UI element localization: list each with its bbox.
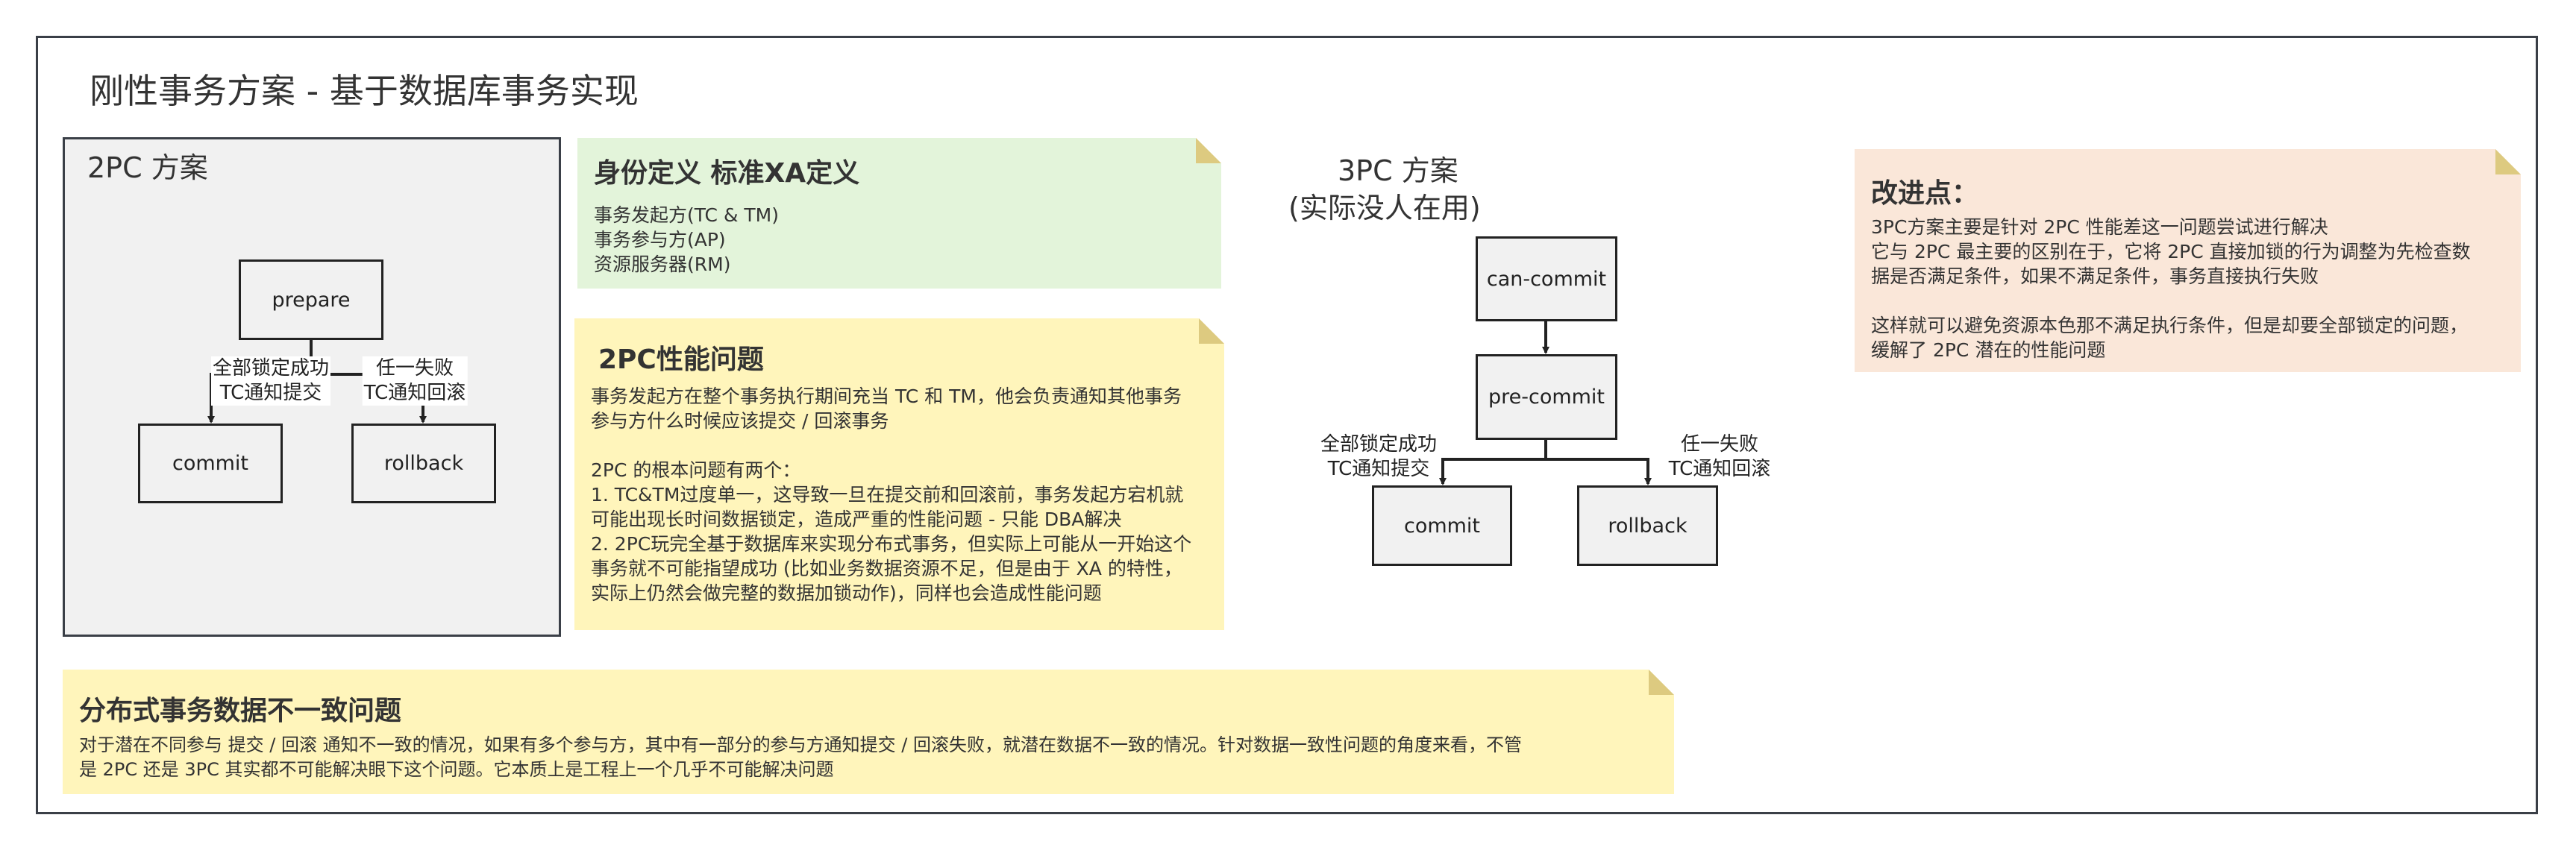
edge-label-line: TC通知提交 [1327, 458, 1430, 480]
note-line: 它与 2PC 最主要的区别在于，它将 2PC 直接加锁的行为调整为先检查数 [1871, 241, 2471, 262]
group-3pc-sublabel: (实际没人在用) [1288, 192, 1481, 224]
note-line: 事务发起方在整个事务执行期间充当 TC 和 TM，他会负责通知其他事务 [591, 385, 1182, 407]
note-line [591, 433, 1208, 458]
edge-label-line: 任一失败 [1680, 433, 1759, 456]
node-commit-2pc[interactable]: commit [138, 424, 283, 503]
note-perf-title: 2PC性能问题 [598, 344, 764, 375]
node-prepare[interactable]: prepare [239, 259, 383, 340]
edge-label-success-2pc: 全部锁定成功 TC通知提交 [210, 356, 331, 406]
edge-label-line: 全部锁定成功 [212, 357, 330, 380]
edge-label-fail-3pc: 任一失败 TC通知回滚 [1669, 432, 1771, 482]
note-line [1871, 289, 2504, 313]
note-line: 实际上仍然会做完整的数据加锁动作)，同样也会造成性能问题 [591, 582, 1102, 604]
note-line: 可能出现长时间数据锁定，造成严重的性能问题 - 只能 DBA解决 [591, 509, 1122, 530]
note-line: 资源服务器(RM) [594, 254, 731, 275]
note-line: 这样就可以避免资源本色那不满足执行条件，但是却要全部锁定的问题， [1871, 315, 2469, 336]
edge-label-line: 任一失败 [375, 357, 454, 380]
note-line: 事务参与方(AP) [594, 229, 726, 251]
note-line: 参与方什么时候应该提交 / 回滚事务 [591, 410, 889, 432]
group-2pc-label: 2PC 方案 [87, 151, 208, 184]
note-improvement[interactable]: 改进点： 3PC方案主要是针对 2PC 性能差这一问题尝试进行解决 它与 2PC… [1855, 149, 2521, 372]
note-identity-title: 身份定义 标准XA定义 [594, 158, 860, 189]
note-line: 缓解了 2PC 潜在的性能问题 [1871, 339, 2106, 361]
node-rollback-2pc[interactable]: rollback [351, 424, 496, 503]
node-can-commit[interactable]: can-commit [1476, 236, 1617, 321]
note-line: 据是否满足条件，如果不满足条件，事务直接执行失败 [1871, 265, 2319, 287]
group-3pc-label: 3PC 方案 [1338, 154, 1458, 187]
note-inconsistency-title: 分布式事务数据不一致问题 [79, 696, 402, 726]
note-line: 是 2PC 还是 3PC 其实都不可能解决眼下这个问题。它本质上是工程上一个几乎… [79, 759, 834, 780]
page-title: 刚性事务方案 - 基于数据库事务实现 [90, 71, 639, 111]
note-line: 对于潜在不同参与 提交 / 回滚 通知不一致的情况，如果有多个参与方，其中有一部… [79, 734, 1522, 755]
note-improve-title: 改进点： [1871, 178, 1979, 209]
node-commit-3pc[interactable]: commit [1372, 485, 1512, 566]
canvas-frame [36, 36, 2538, 814]
node-rollback-3pc[interactable]: rollback [1577, 485, 1718, 566]
edge-label-line: TC通知回滚 [363, 382, 466, 404]
note-line: 事务就不可能指望成功 (比如业务数据资源不足，但是由于 XA 的特性， [591, 558, 1182, 579]
edge-label-line: TC通知回滚 [1668, 458, 1771, 480]
node-pre-commit[interactable]: pre-commit [1476, 354, 1617, 440]
note-line: 1. TC&TM过度单一，这导致一旦在提交前和回滚前，事务发起方宕机就 [591, 484, 1184, 506]
note-line: 3PC方案主要是针对 2PC 性能差这一问题尝试进行解决 [1871, 216, 2328, 238]
note-line: 事务发起方(TC & TM) [594, 204, 779, 226]
note-inconsistency[interactable]: 分布式事务数据不一致问题 对于潜在不同参与 提交 / 回滚 通知不一致的情况，如… [63, 670, 1674, 794]
edge-label-success-3pc: 全部锁定成功 TC通知提交 [1320, 432, 1437, 482]
edge-precommit-rollback [1546, 458, 1652, 485]
edge-label-line: TC通知提交 [219, 382, 322, 404]
note-line: 2. 2PC玩完全基于数据库来实现分布式事务，但实际上可能从一开始这个 [591, 533, 1192, 555]
edge-precommit-commit [1439, 440, 1547, 485]
edge-label-line: 全部锁定成功 [1320, 433, 1438, 456]
edge-label-fail-2pc: 任一失败 TC通知回滚 [362, 356, 468, 406]
note-2pc-performance[interactable]: 2PC性能问题 事务发起方在整个事务执行期间充当 TC 和 TM，他会负责通知其… [574, 318, 1224, 630]
note-identity[interactable]: 身份定义 标准XA定义 事务发起方(TC & TM) 事务参与方(AP) 资源服… [577, 138, 1221, 289]
note-line: 2PC 的根本问题有两个： [591, 459, 801, 481]
